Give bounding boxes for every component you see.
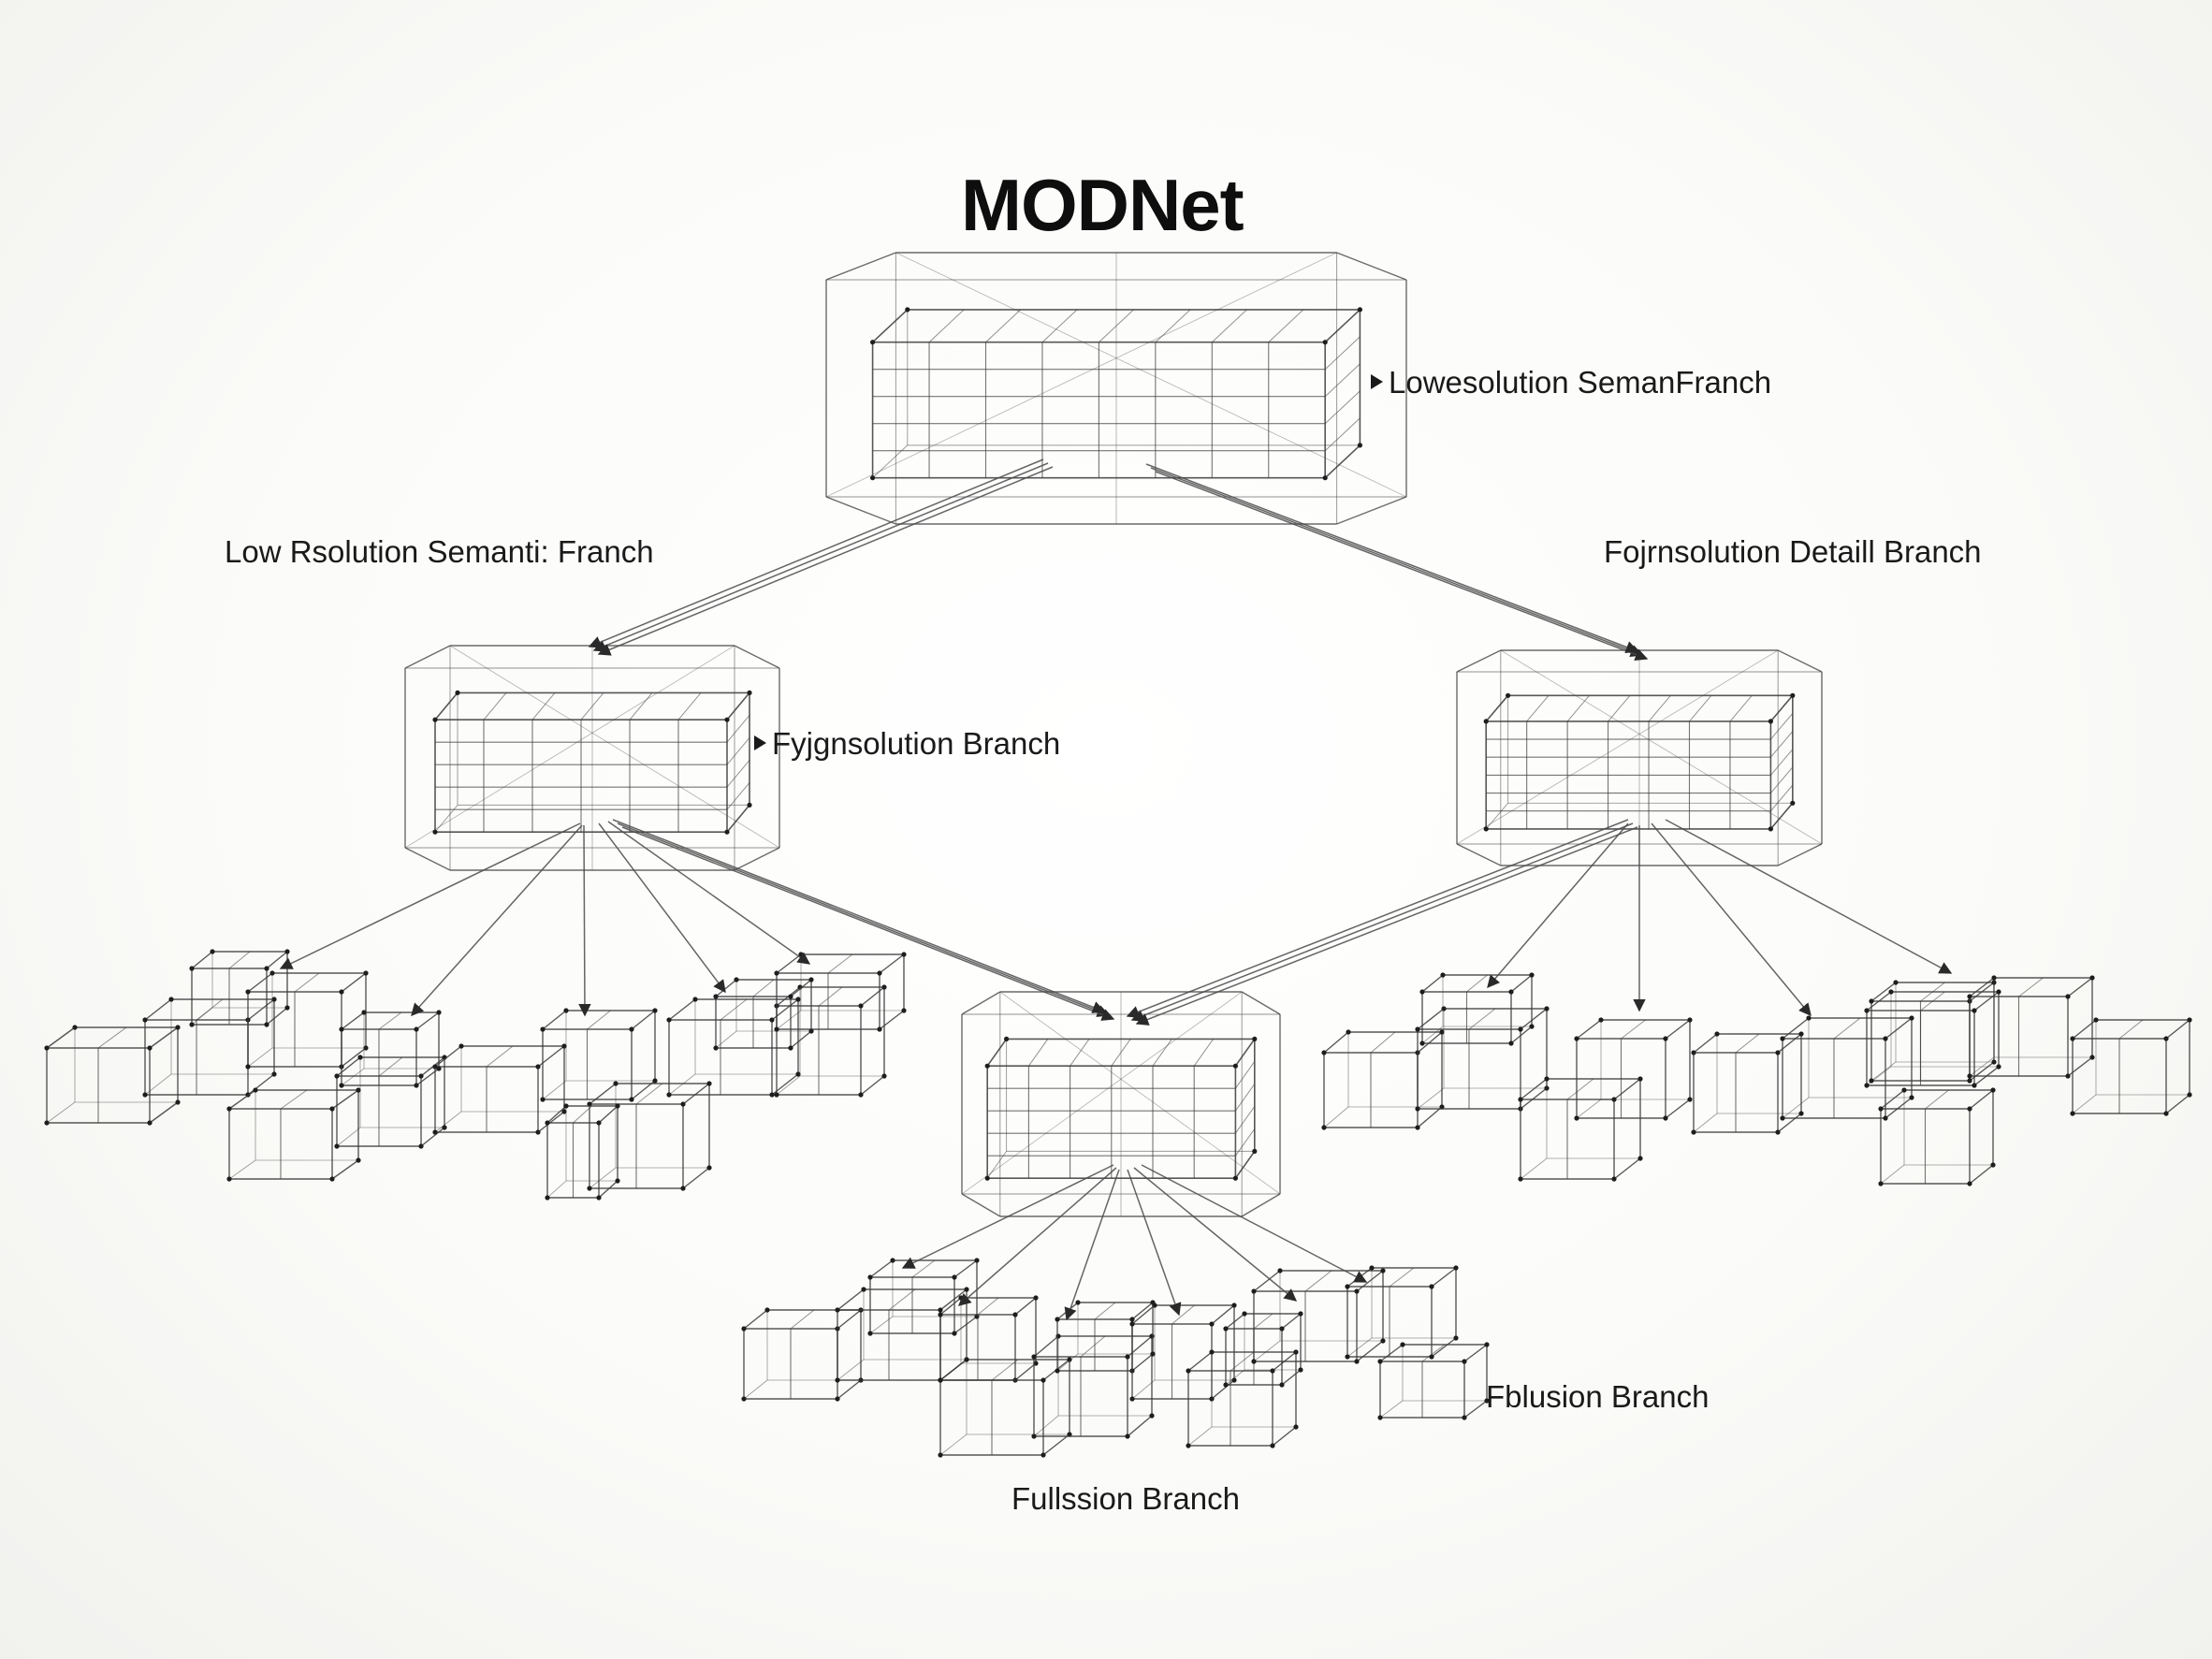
cluster-bottom-2-cube-0 bbox=[938, 1357, 1072, 1458]
left-block-core bbox=[432, 690, 752, 835]
cluster-far-left-cube-2 bbox=[245, 970, 369, 1070]
pointer-icon bbox=[1371, 374, 1383, 389]
left-block-label: Fyjgnsolution Branch bbox=[754, 728, 1060, 759]
cluster-right-1-cube-0 bbox=[1321, 1029, 1445, 1130]
cluster-left-2-cube-2 bbox=[432, 1043, 567, 1135]
arrow-left-to-center bbox=[612, 819, 1115, 1021]
cluster-far-left-cube-3 bbox=[189, 949, 290, 1027]
arrow-right-to-r1 bbox=[1487, 822, 1629, 989]
cluster-right-1-cube-1 bbox=[1415, 1006, 1550, 1112]
center-block bbox=[961, 991, 1281, 1217]
cluster-right-2-cube-1 bbox=[1574, 1017, 1693, 1121]
cluster-left-2-cube-1 bbox=[334, 1055, 447, 1149]
cluster-bottom-4-cube-2 bbox=[1377, 1342, 1490, 1420]
cluster-right-2-cube-0 bbox=[1518, 1076, 1643, 1182]
cluster-left-3-cube-2 bbox=[545, 1103, 620, 1201]
arrow-left-to-c4b bbox=[607, 821, 811, 965]
pointer-icon bbox=[754, 735, 766, 750]
cluster-far-right-cube-2 bbox=[2070, 1017, 2192, 1116]
cluster-right-3-cube-0 bbox=[1691, 1031, 1804, 1135]
left-block bbox=[404, 645, 780, 871]
cluster-left-4-cube-2 bbox=[774, 952, 907, 1032]
arrow-right-to-r4 bbox=[1665, 819, 1953, 974]
arrow-center-to-b1 bbox=[901, 1164, 1114, 1269]
connectors-layer bbox=[279, 458, 1953, 1321]
arrow-center-to-b1b bbox=[957, 1167, 1117, 1306]
top-block-label: Lowesolution SemanFranch bbox=[1371, 367, 1771, 398]
cluster-left-3-cube-0 bbox=[540, 1008, 658, 1102]
cluster-left-2-cube-0 bbox=[226, 1087, 361, 1182]
cluster-left-4-cube-0 bbox=[666, 997, 801, 1098]
arrow-top-to-left bbox=[588, 458, 1054, 656]
arrow-center-to-b4 bbox=[1133, 1167, 1298, 1302]
arrow-left-to-c3 bbox=[578, 824, 591, 1017]
right-block bbox=[1456, 649, 1823, 866]
cluster-far-right-cube-0 bbox=[1869, 980, 1997, 1084]
arrow-top-to-right bbox=[1145, 463, 1649, 661]
arrow-center-to-b2 bbox=[1064, 1169, 1120, 1321]
right-branch-label: Fojrnsolution Detaill Branch bbox=[1604, 534, 1982, 569]
arrow-left-to-c1 bbox=[279, 822, 581, 969]
cluster-left-3-cube-1 bbox=[587, 1081, 712, 1191]
center-block-core bbox=[984, 1036, 1258, 1181]
fusion-right-label: Fblusion Branch bbox=[1486, 1379, 1710, 1414]
cluster-left-2-cube-3 bbox=[339, 1010, 442, 1088]
cluster-right-3-cube-2 bbox=[1878, 1087, 1996, 1186]
top-block bbox=[825, 252, 1407, 525]
cluster-bottom-4-cube-0 bbox=[1251, 1268, 1386, 1364]
cluster-bottom-1-cube-0 bbox=[741, 1307, 864, 1402]
arrow-right-to-center bbox=[1126, 819, 1638, 1026]
cluster-bottom-2-cube-1 bbox=[1031, 1333, 1155, 1439]
top-block-core bbox=[870, 307, 1362, 481]
cluster-right-1-cube-2 bbox=[1419, 972, 1535, 1046]
right-block-core bbox=[1483, 692, 1796, 832]
cluster-left-4-cube-3 bbox=[713, 977, 814, 1051]
cluster-bottom-3-cube-0 bbox=[1129, 1302, 1237, 1402]
fusion-bottom-label: Fullssion Branch bbox=[1011, 1481, 1240, 1516]
diagram-title: MODNet bbox=[961, 164, 1244, 246]
arrow-center-to-b4b bbox=[1141, 1164, 1368, 1283]
arrow-center-to-b3 bbox=[1127, 1169, 1182, 1317]
cluster-far-left-cube-1 bbox=[142, 997, 277, 1098]
arrow-left-to-c2 bbox=[411, 824, 583, 1017]
blocks-layer bbox=[44, 252, 2192, 1458]
top-block-label-text: Lowesolution SemanFranch bbox=[1389, 365, 1772, 400]
arrow-right-to-r3 bbox=[1651, 822, 1812, 1017]
left-branch-label: Low Rsolution Semanti: Franch bbox=[225, 534, 654, 569]
cluster-bottom-1-cube-1 bbox=[835, 1287, 969, 1383]
cluster-right-3-cube-1 bbox=[1780, 1015, 1914, 1121]
cluster-bottom-3-cube-2 bbox=[1223, 1311, 1303, 1388]
cluster-bottom-4-cube-1 bbox=[1345, 1265, 1459, 1360]
cluster-far-right-cube-1 bbox=[1967, 975, 2095, 1079]
arrow-left-to-c4 bbox=[598, 822, 726, 994]
left-block-label-text: Fyjgnsolution Branch bbox=[772, 726, 1061, 761]
cluster-far-left-cube-0 bbox=[44, 1025, 181, 1126]
